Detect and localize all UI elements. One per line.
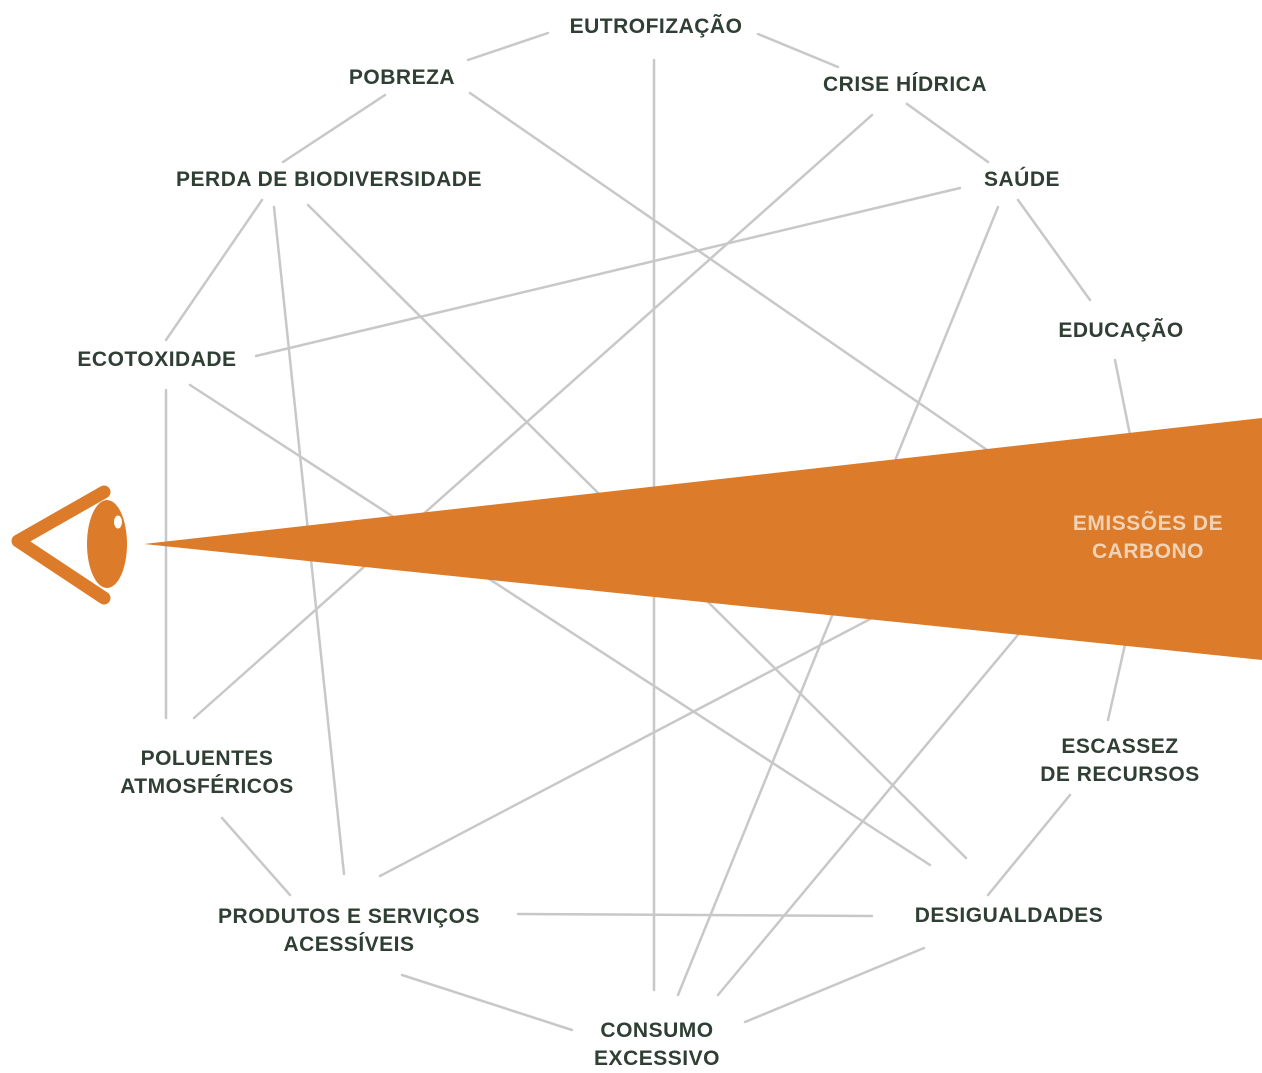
edge-crise-hidrica-saude bbox=[905, 102, 990, 164]
edge-pobreza-perda-biodiversidade bbox=[281, 93, 387, 164]
node-emissoes-carbono: EMISSÕES DE CARBONO bbox=[1073, 510, 1223, 566]
node-label-line: DESIGUALDADES bbox=[914, 904, 1104, 927]
node-pobreza: POBREZA bbox=[349, 64, 455, 92]
node-ecotoxidade: ECOTOXIDADE bbox=[77, 346, 236, 374]
node-label-line: POLUENTES bbox=[140, 747, 274, 770]
node-label-line: ECOTOXIDADE bbox=[77, 348, 237, 371]
node-desigualdades: DESIGUALDADES bbox=[915, 902, 1104, 930]
node-label-line: EXCESSIVO bbox=[594, 1047, 720, 1070]
edge-produtos-poluentes bbox=[220, 816, 292, 897]
edge-eutrofizacao-pobreza bbox=[466, 31, 550, 62]
node-label-line: POBREZA bbox=[348, 66, 456, 89]
node-label-line: SAÚDE bbox=[983, 168, 1061, 191]
node-label-line: EDUCAÇÃO bbox=[1058, 319, 1184, 342]
edge-ecotoxidade-perda-biodiversidade bbox=[164, 198, 264, 342]
edge-saude-ecotoxidade bbox=[254, 186, 962, 358]
edge-consumo-produtos bbox=[400, 973, 574, 1032]
node-educacao: EDUCAÇÃO bbox=[1058, 317, 1183, 345]
node-saude: SAÚDE bbox=[984, 166, 1060, 194]
node-label-line: ESCASSEZ bbox=[1061, 735, 1179, 758]
node-perda-biodiversidade: PERDA DE BIODIVERSIDADE bbox=[176, 166, 482, 194]
edge-desigualdades-consumo bbox=[743, 946, 926, 1024]
node-label-line: CARBONO bbox=[1091, 540, 1204, 563]
node-label-line: EMISSÕES DE bbox=[1072, 512, 1224, 535]
edge-eutrofizacao-crise-hidrica bbox=[756, 32, 840, 69]
focus-beam bbox=[144, 418, 1262, 660]
node-label-line: DE RECURSOS bbox=[1040, 763, 1200, 786]
node-escassez-recursos: ESCASSEZ DE RECURSOS bbox=[1040, 733, 1200, 789]
node-produtos-servicos: PRODUTOS E SERVIÇOS ACESSÍVEIS bbox=[218, 903, 480, 959]
node-label-line: ATMOSFÉRICOS bbox=[120, 775, 294, 798]
node-eutrofizacao: EUTROFIZAÇÃO bbox=[570, 13, 743, 41]
edge-escassez-desigualdades bbox=[986, 793, 1072, 897]
node-label-line: ACESSÍVEIS bbox=[283, 933, 415, 956]
edge-pobreza-emissoes bbox=[468, 91, 1047, 492]
node-crise-hidrica: CRISE HÍDRICA bbox=[823, 71, 987, 99]
node-poluentes-atmosfericos: POLUENTES ATMOSFÉRICOS bbox=[120, 745, 294, 801]
node-label-line: PRODUTOS E SERVIÇOS bbox=[218, 905, 480, 928]
eye-icon bbox=[11, 485, 127, 605]
edge-produtos-desigualdades bbox=[516, 912, 874, 918]
edge-ecotoxidade-desigualdades bbox=[188, 383, 932, 867]
node-consumo-excessivo: CONSUMO EXCESSIVO bbox=[594, 1017, 720, 1073]
node-label-line: PERDA DE BIODIVERSIDADE bbox=[176, 168, 482, 191]
node-label-line: EUTROFIZAÇÃO bbox=[569, 15, 743, 38]
edge-crise-hidrica-poluentes bbox=[192, 113, 874, 720]
node-label-line: CONSUMO bbox=[600, 1019, 714, 1042]
edge-emissoes-consumo bbox=[716, 568, 1074, 997]
edge-saude-educacao bbox=[1016, 198, 1092, 302]
node-label-line: CRISE HÍDRICA bbox=[822, 73, 988, 96]
